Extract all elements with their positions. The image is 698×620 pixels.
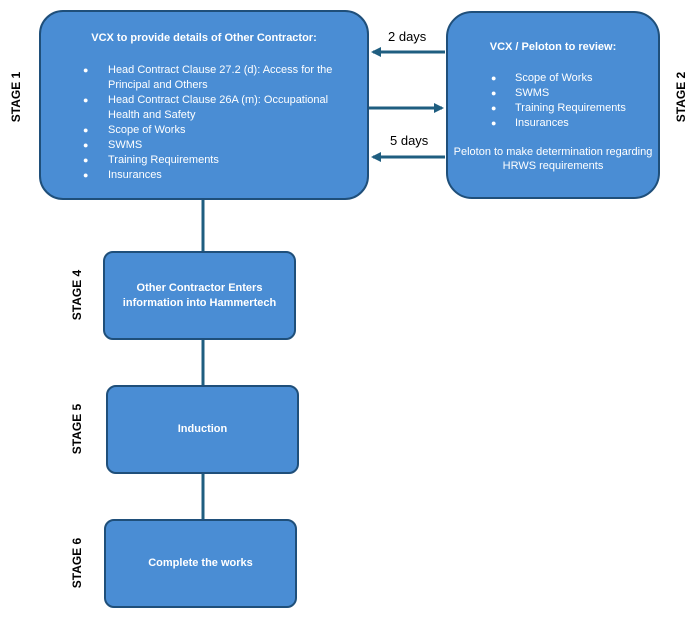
- stage2-label: STAGE 2: [674, 71, 689, 123]
- stage1-label: STAGE 1: [9, 71, 24, 123]
- list-item: ● Head Contract Clause 27.2 (d): Access f…: [83, 63, 358, 93]
- bullet-icon: ●: [491, 88, 497, 98]
- bullet-icon: ●: [491, 118, 497, 128]
- stage5-text: Induction: [177, 423, 228, 435]
- bullet-icon: ●: [491, 103, 497, 113]
- stage2-list: ● Scope of Works ● SWMS ● Training Requirem…: [491, 71, 655, 131]
- bullet-icon: ●: [83, 95, 89, 105]
- stage2-note: Peloton to make determination regarding …: [453, 146, 653, 172]
- list-item-text: SWMS: [515, 87, 550, 99]
- stage1-heading: VCX to provide details of Other Contract…: [91, 32, 317, 44]
- list-item: ● Scope of Works: [83, 123, 358, 138]
- list-item: ● Insurances: [83, 168, 358, 183]
- stage6-box: Complete the works: [104, 519, 297, 608]
- stage5-label: STAGE 5: [70, 403, 85, 455]
- top-days-label: 2 days: [388, 29, 427, 44]
- list-item: ● Scope of Works: [491, 71, 655, 86]
- stage2-box: VCX / Peloton to review: ● Scope of Works…: [446, 11, 660, 199]
- list-item-text: Head Contract Clause 26A (m): Occupation…: [108, 94, 329, 121]
- list-item-text: Insurances: [515, 117, 569, 129]
- stage6-label: STAGE 6: [70, 537, 85, 589]
- list-item: ● Training Requirements: [491, 101, 655, 116]
- list-item: ● Training Requirements: [83, 153, 358, 168]
- list-item: ● Head Contract Clause 26A (m): Occupatio…: [83, 93, 358, 123]
- stage1-box: VCX to provide details of Other Contract…: [39, 10, 369, 200]
- list-item-text: Insurances: [108, 169, 162, 181]
- list-item-text: SWMS: [108, 139, 143, 151]
- list-item: ● SWMS: [83, 138, 358, 153]
- stage6-text: Complete the works: [148, 557, 253, 569]
- bullet-icon: ●: [83, 170, 89, 180]
- list-item-text: Head Contract Clause 27.2 (d): Access fo…: [108, 64, 333, 91]
- stage2-heading: VCX / Peloton to review:: [489, 41, 617, 53]
- bullet-icon: ●: [83, 125, 89, 135]
- list-item-text: Training Requirements: [515, 102, 626, 114]
- bullet-icon: ●: [491, 73, 497, 83]
- list-item: ● SWMS: [491, 86, 655, 101]
- stage4-text: Other Contractor Enters information into…: [122, 281, 277, 309]
- list-item: ● Insurances: [491, 116, 655, 131]
- bullet-icon: ●: [83, 140, 89, 150]
- bullet-icon: ●: [83, 65, 89, 75]
- list-item-text: Training Requirements: [108, 154, 219, 166]
- list-item-text: Scope of Works: [515, 72, 593, 84]
- bullet-icon: ●: [83, 155, 89, 165]
- stage4-label: STAGE 4: [70, 269, 85, 321]
- stage5-box: Induction: [106, 385, 299, 474]
- stage1-list: ● Head Contract Clause 27.2 (d): Access f…: [83, 63, 358, 183]
- list-item-text: Scope of Works: [108, 124, 186, 136]
- stage4-box: Other Contractor Enters information into…: [103, 251, 296, 340]
- bottom-days-label: 5 days: [390, 133, 429, 148]
